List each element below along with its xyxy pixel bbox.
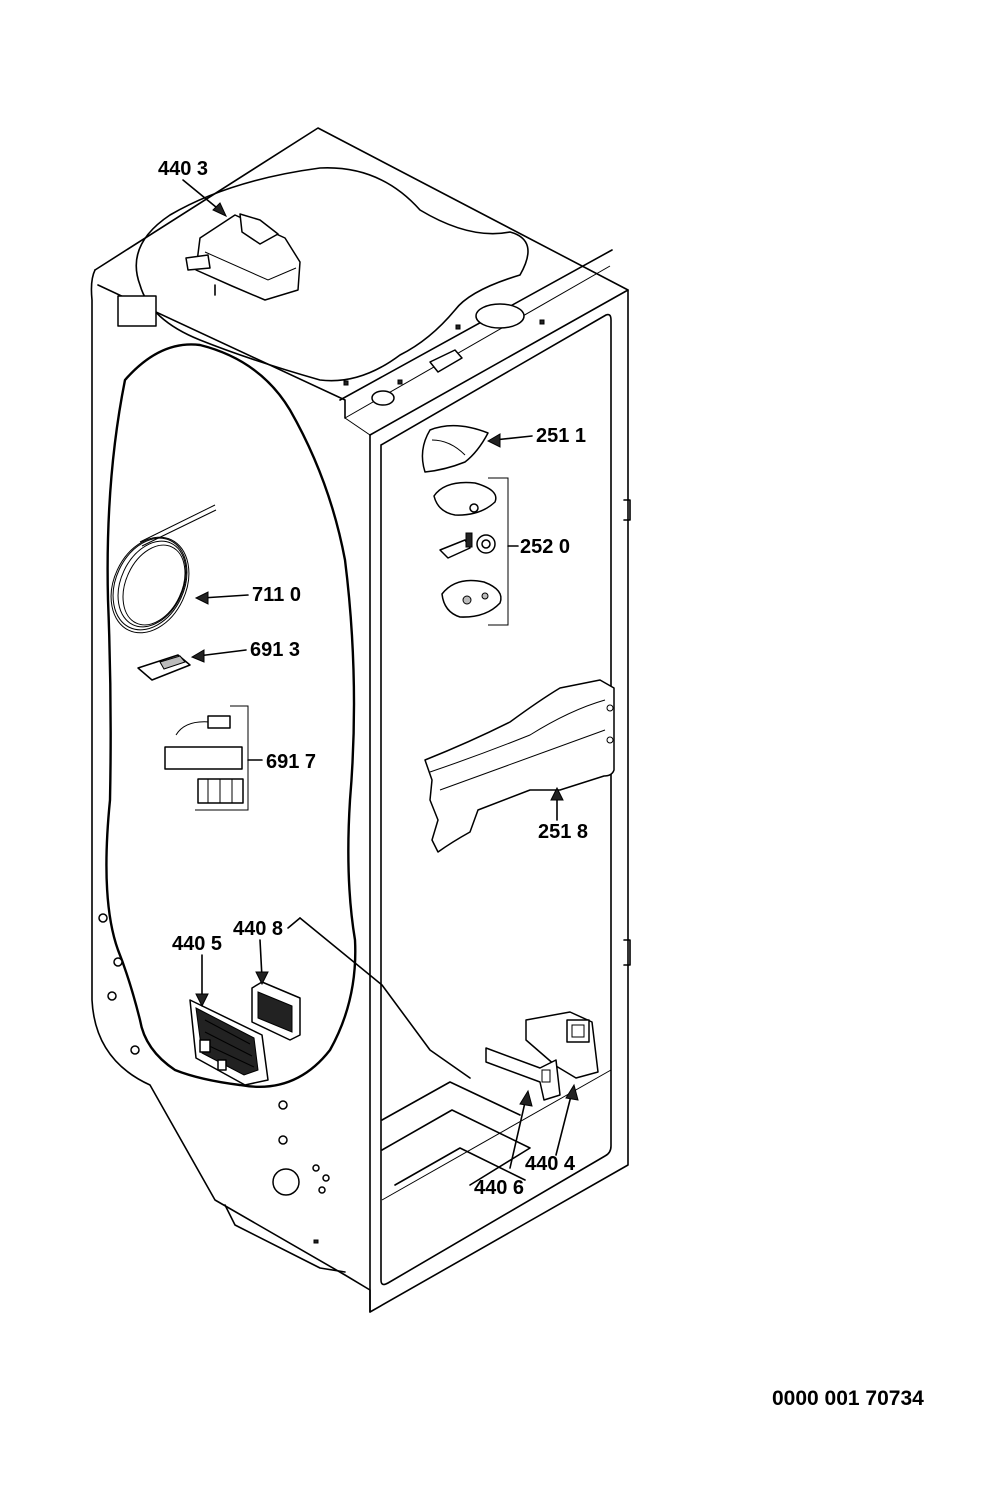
callout-labels: 440 3 251 1 252 0 711 0 691 3 691 7 251 … — [158, 158, 588, 1199]
leader-lines — [182, 179, 579, 1169]
vent-opening — [117, 295, 157, 327]
callout-440-4: 440 4 — [525, 1153, 576, 1175]
top-round-hole — [371, 390, 395, 406]
part-252-0 — [433, 477, 509, 626]
document-number: 0000 001 70734 — [772, 1387, 924, 1410]
callout-691-7: 691 7 — [266, 751, 316, 773]
part-440-4 — [525, 1011, 599, 1079]
drain-hole — [272, 1168, 300, 1196]
part-440-3 — [185, 213, 301, 301]
callout-440-5: 440 5 — [172, 933, 222, 955]
callout-440-3: 440 3 — [158, 158, 208, 180]
callout-440-8: 440 8 — [233, 918, 283, 940]
part-440-8 — [251, 981, 301, 1041]
part-251-1 — [421, 424, 489, 473]
top-oval-hole — [475, 303, 525, 329]
callout-440-6: 440 6 — [474, 1177, 524, 1199]
callout-251-8: 251 8 — [538, 821, 588, 843]
part-251-8 — [424, 679, 615, 853]
refrigerator-cabinet — [90, 127, 631, 1313]
callout-251-1: 251 1 — [536, 425, 586, 447]
part-711-0 — [110, 504, 217, 634]
part-691-7 — [164, 705, 249, 811]
part-691-3 — [137, 654, 191, 681]
callout-711-0: 711 0 — [252, 584, 301, 606]
callout-252-0: 252 0 — [520, 536, 570, 558]
callout-691-3: 691 3 — [250, 639, 300, 661]
part-440-6 — [485, 1047, 561, 1101]
part-440-5 — [189, 999, 269, 1086]
